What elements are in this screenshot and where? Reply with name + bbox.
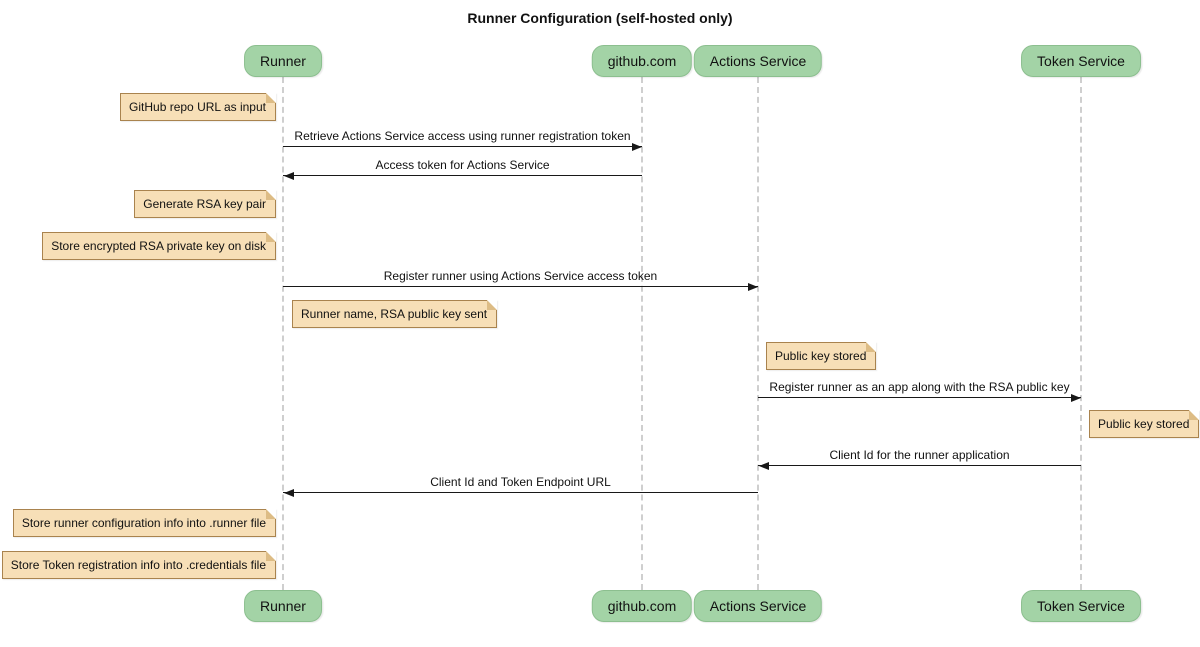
participant-runner-top: Runner	[244, 45, 322, 77]
note-1: GitHub repo URL as input	[120, 93, 276, 121]
note-8: Store Token registration info into .cred…	[1, 551, 277, 579]
participant-token-service-bottom: Token Service	[1021, 590, 1141, 622]
diagram-title: Runner Configuration (self-hosted only)	[467, 10, 733, 26]
message-line-2	[283, 175, 642, 176]
lifeline-token-service	[1080, 77, 1082, 590]
note-2: Generate RSA key pair	[134, 190, 276, 218]
participant-github-com-bottom: github.com	[591, 590, 693, 622]
participant-github-com-top: github.com	[591, 45, 693, 77]
message-arrowhead-1	[632, 143, 642, 151]
note-5: Public key stored	[766, 342, 877, 370]
message-label-2: Access token for Actions Service	[375, 158, 550, 172]
message-line-5	[758, 465, 1081, 466]
message-label-4: Register runner as an app along with the…	[769, 380, 1070, 394]
note-3: Store encrypted RSA private key on disk	[42, 232, 276, 260]
lifeline-actions-service	[757, 77, 759, 590]
message-arrowhead-3	[748, 283, 758, 291]
message-arrowhead-6	[284, 489, 294, 497]
message-line-1	[283, 146, 642, 147]
participant-actions-service-top: Actions Service	[693, 45, 823, 77]
message-line-6	[283, 492, 758, 493]
message-arrowhead-2	[284, 172, 294, 180]
message-label-3: Register runner using Actions Service ac…	[383, 269, 658, 283]
participant-runner-bottom: Runner	[244, 590, 322, 622]
lifeline-runner	[282, 77, 284, 590]
message-line-3	[283, 286, 758, 287]
message-arrowhead-5	[759, 462, 769, 470]
message-label-6: Client Id and Token Endpoint URL	[430, 475, 611, 489]
participant-actions-service-bottom: Actions Service	[693, 590, 823, 622]
note-7: Store runner configuration info into .ru…	[12, 509, 277, 537]
message-arrowhead-4	[1071, 394, 1081, 402]
note-6: Public key stored	[1089, 410, 1200, 438]
note-4: Runner name, RSA public key sent	[292, 300, 498, 328]
message-label-5: Client Id for the runner application	[829, 448, 1010, 462]
lifeline-github-com	[641, 77, 643, 590]
participant-token-service-top: Token Service	[1021, 45, 1141, 77]
message-line-4	[758, 397, 1081, 398]
message-label-1: Retrieve Actions Service access using ru…	[294, 129, 631, 143]
